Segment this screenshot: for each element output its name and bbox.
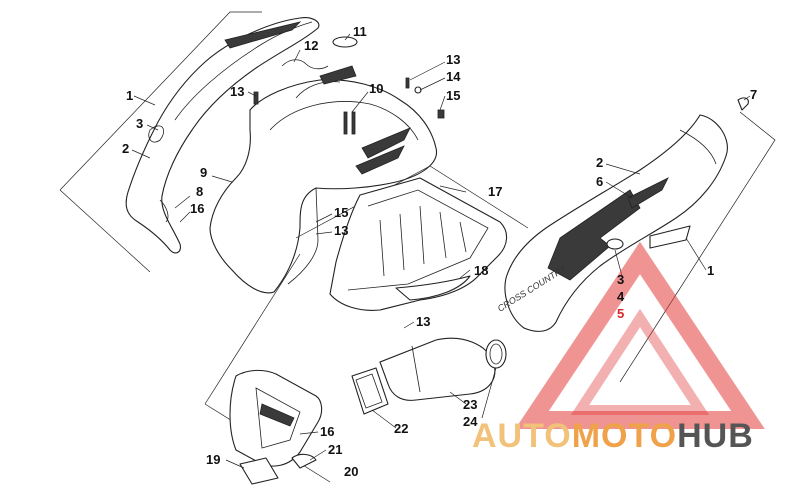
left-side-panel [125,17,320,254]
callout-10: 10 [369,81,383,96]
right-panel-decal [547,189,641,281]
bracket-21 [291,453,317,469]
watermark-auto: AUTO [472,417,572,455]
lower-panel-grille [255,387,301,449]
bin-liner-18 [395,275,471,301]
callout-8: 8 [196,184,203,199]
callout-7: 7 [750,87,757,102]
watermark-triangle [515,241,765,429]
screw-7 [737,97,749,111]
callout-15a: 15 [446,88,460,103]
callout-6: 6 [596,174,603,189]
callout-12: 12 [304,38,318,53]
callout-2a: 2 [122,141,129,156]
right-panel-trim [649,225,691,249]
callout-9: 9 [200,165,207,180]
left-panel-edge [174,21,313,121]
right-panel-stripe [627,177,669,209]
callout-3b: 3 [617,272,624,287]
callout-24: 24 [463,414,478,429]
lower-bracket-line-1 [204,253,301,405]
hood-lower-seam [287,187,319,285]
left-panel-dark-strip [224,21,302,49]
callout-23: 23 [463,397,477,412]
hood-vent-stripe-2 [355,145,405,175]
hood-hardware [253,36,445,135]
duct-seam [411,345,421,393]
rod-10a [343,111,348,135]
cable-12 [281,59,329,70]
callout-1b: 1 [707,263,714,278]
air-duct-group [351,337,507,415]
watermark-moto: MOTO [572,417,677,455]
bin-bracket-line [295,165,529,239]
callout-3a: 3 [136,116,143,131]
bin-ribs [379,205,467,277]
clamp-24-inner [489,343,503,365]
callout-21: 21 [328,442,342,457]
duct-frame-22 [351,367,389,415]
hood-vent-stripe-1 [361,127,411,159]
hood-inner-ridge [295,81,341,99]
right-panel-clip [606,238,624,250]
watermark-text: AUTOMOTOHUB [472,417,754,455]
lower-front-panel-group [204,253,331,485]
right-panel-edge [679,129,717,165]
callout-11: 11 [353,24,367,39]
screw-13a [253,91,259,105]
callout-22: 22 [394,421,408,436]
hood-vent-grille [319,65,357,85]
front-hood-group [209,65,438,294]
callout-19: 19 [206,452,220,467]
callout-13c: 13 [334,223,348,238]
callout-16b: 16 [320,424,334,439]
callout-4: 4 [617,289,625,304]
watermark-triangle-inner [570,308,710,415]
air-duct-23 [379,337,496,401]
left-bracket-line [59,11,262,191]
storage-bin-group [295,165,529,311]
callout-15b: 15 [334,205,348,220]
left-panel-fastener [159,199,169,223]
callout-14: 14 [446,69,461,84]
storage-bin [329,177,508,311]
left-panel-clip [148,125,164,143]
hood-vent-edge [269,101,419,141]
callout-1a: 1 [126,88,133,103]
duct-frame-inner [355,373,383,409]
screw-13b [405,77,410,89]
callout-16a: 16 [190,201,204,216]
callout-18: 18 [474,263,488,278]
lower-panel-dark-1 [259,403,295,427]
front-hood [209,79,438,294]
callout-13d: 13 [416,314,430,329]
nut-15a [437,109,445,119]
callout-20: 20 [344,464,358,479]
watermark: AUTOMOTOHUB [472,241,765,455]
watermark-hub: HUB [677,417,754,455]
washer-14 [414,86,422,94]
right-side-panel-group: CROSS COUNTRY [496,97,776,383]
callout-13a: 13 [230,84,244,99]
callout-2b: 2 [596,155,603,170]
callouts: 1 2 3 8 16 9 11 12 13 10 13 14 15 7 2 6 … [122,24,757,479]
callout-13b: 13 [446,52,460,67]
bin-inner-rim [347,189,489,291]
left-side-panel-group [59,11,320,273]
leader-lines [131,33,751,469]
callout-5: 5 [617,306,624,321]
callout-17: 17 [488,184,502,199]
rod-10b [351,111,356,135]
bumper-part-19 [239,457,279,485]
grommet-11 [332,36,358,48]
left-bracket-lower [59,189,151,273]
